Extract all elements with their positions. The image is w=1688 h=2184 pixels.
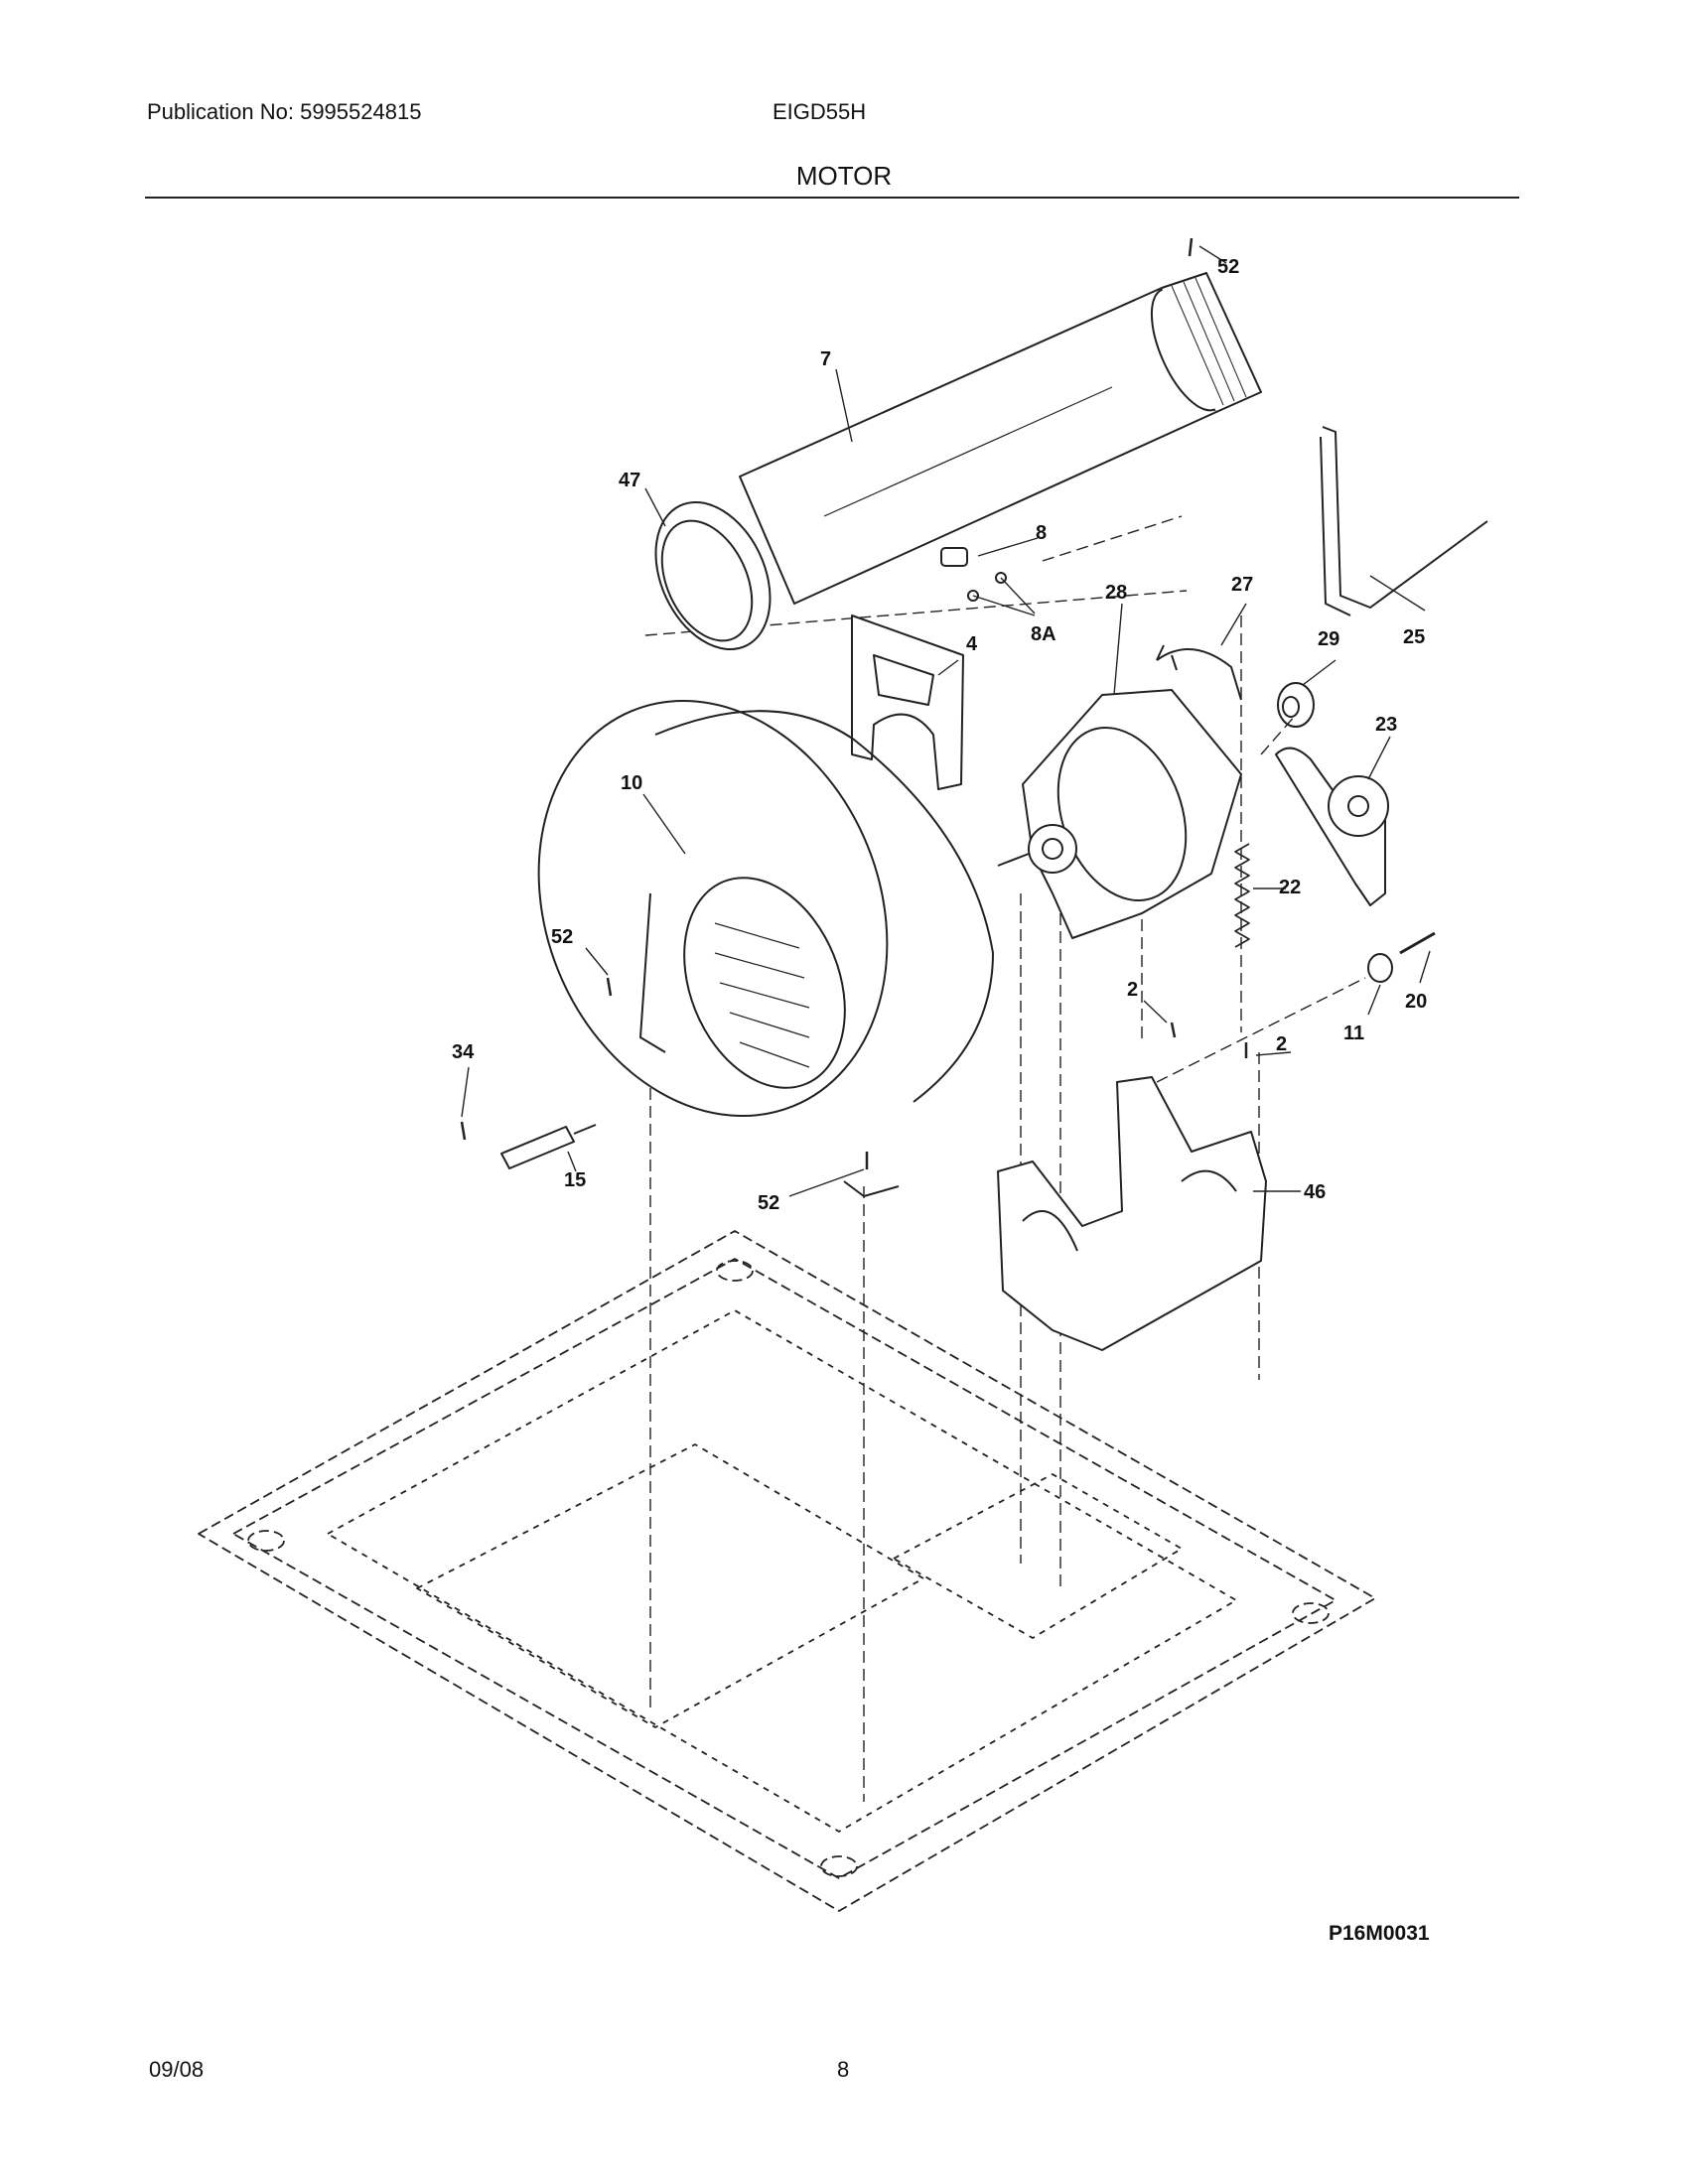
callout-label: 28 (1105, 582, 1127, 604)
callout-label: 11 (1343, 1023, 1364, 1044)
callout-label: 8A (1031, 623, 1056, 645)
motor-clamp (1156, 644, 1242, 701)
callout-label: 25 (1403, 626, 1425, 648)
callout-label: 8 (1036, 522, 1047, 544)
duct-seal-ring (654, 500, 772, 651)
callout-label: 52 (758, 1192, 779, 1214)
drive-motor (997, 689, 1242, 939)
thermostat (940, 547, 1007, 602)
cabinet-base (198, 1230, 1376, 1912)
screws (460, 237, 1248, 1169)
exhaust-duct (739, 272, 1262, 605)
callout-label: 46 (1304, 1181, 1326, 1203)
mount-screw (1399, 931, 1436, 955)
exploded-parts-diagram: 52 7 47 8 8A 4 28 27 29 25 23 10 22 52 2… (198, 237, 1488, 1912)
page-number: 8 (837, 2057, 850, 2082)
callout-label: 27 (1231, 574, 1253, 596)
motor-mount-bracket (997, 1076, 1267, 1351)
callout-leaders (461, 245, 1431, 1197)
callout-label: 15 (564, 1169, 586, 1191)
model-number: EIGD55H (773, 99, 867, 124)
callout-label: 22 (1279, 877, 1301, 898)
callout-label: 52 (1217, 256, 1239, 278)
callout-label: 47 (619, 470, 640, 491)
drawing-code: P16M0031 (1329, 1922, 1430, 1945)
callout-label: 52 (551, 926, 573, 948)
header-rule (145, 197, 1519, 199)
blower-housing (537, 699, 994, 1197)
section-title: MOTOR (795, 161, 893, 191)
idler-spring (1234, 843, 1250, 948)
callout-label: 10 (621, 772, 642, 794)
callout-label: 23 (1375, 714, 1397, 736)
callout-label: 2 (1127, 979, 1138, 1001)
idler-arm (1275, 747, 1389, 906)
callout-label: 34 (452, 1041, 475, 1063)
idler-pulley (1277, 682, 1315, 728)
callout-label: 4 (966, 633, 978, 655)
footer-date: 09/08 (149, 2057, 205, 2082)
motor-mount-bumper (1367, 953, 1393, 983)
callout-label: 2 (1276, 1033, 1287, 1055)
callout-label: 7 (820, 348, 831, 370)
duct-bracket (851, 614, 964, 790)
terminal-block (500, 1124, 597, 1169)
drive-belt (1320, 426, 1488, 616)
publication-number: Publication No: 5995524815 (147, 99, 422, 124)
callout-label: 29 (1318, 628, 1339, 650)
callout-label: 20 (1405, 991, 1427, 1013)
